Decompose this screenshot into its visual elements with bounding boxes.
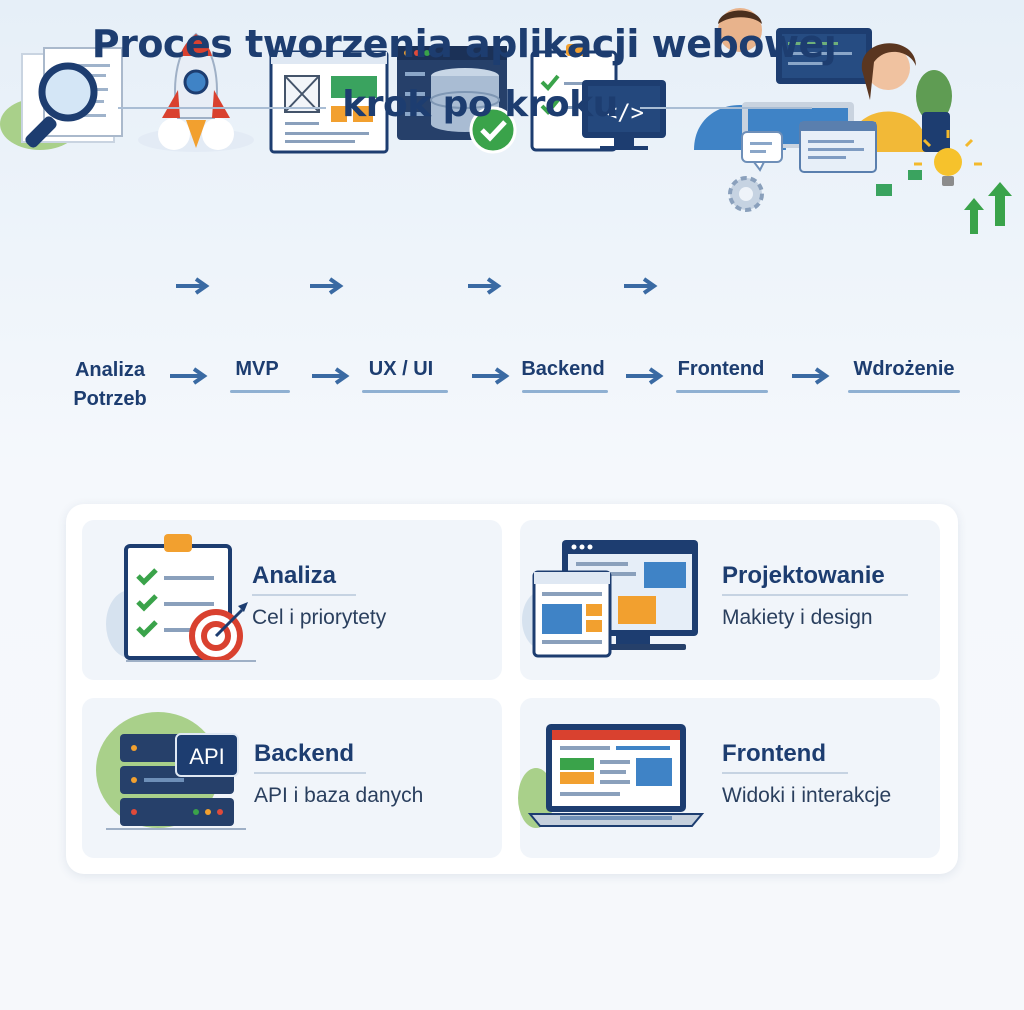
arrow-right-icon (792, 367, 830, 385)
card-subtitle: Cel i priorytety (252, 606, 387, 629)
svg-text:</>: </> (604, 101, 644, 126)
summary-panel: Analiza Cel i priorytety Projektowanie M… (66, 504, 958, 874)
arrow-right-icon (472, 367, 510, 385)
page-subtitle: krok po kroku (342, 84, 618, 125)
arrow-right-icon (310, 277, 344, 295)
arrow-right-icon (170, 367, 208, 385)
page-title: Proces tworzenia aplikacji webowej (91, 22, 837, 66)
step-underline (522, 390, 608, 393)
card-projektowanie: Projektowanie Makiety i design (520, 520, 940, 680)
card-title: Analiza (252, 562, 337, 589)
card-subtitle: API i baza danych (254, 784, 424, 807)
step-underline (230, 390, 290, 393)
step-label-mvp: MVP (235, 358, 279, 380)
step-underline (676, 390, 768, 393)
rocket-icon (138, 32, 255, 152)
laptop-ui-icon (518, 724, 705, 828)
card-title-underline (252, 594, 356, 596)
card-title-underline (722, 772, 848, 774)
card-subtitle: Makiety i design (722, 606, 873, 629)
decoration-cluster-icon (728, 121, 1012, 234)
arrow-right-icon (176, 277, 210, 295)
card-backend: API Backend API i baza danych (82, 698, 502, 858)
card-title: Frontend (722, 740, 826, 767)
card-frontend: Frontend Widoki i interakcje (518, 698, 940, 858)
design-screens-icon (522, 540, 698, 658)
code-monitor-icon: </> (530, 44, 666, 152)
card-title: Projektowanie (722, 562, 885, 589)
magnifier-document-icon (0, 47, 123, 150)
step-underline (362, 390, 448, 393)
server-database-icon (397, 46, 517, 154)
card-title: Backend (254, 740, 355, 767)
arrow-right-icon (312, 367, 350, 385)
title-rule-right (640, 107, 812, 109)
api-server-icon: API (96, 712, 246, 830)
arrow-right-icon (624, 277, 658, 295)
arrow-right-icon (468, 277, 502, 295)
step-label-wdrozenie: Wdrożenie (853, 358, 955, 380)
step-underline (848, 390, 960, 393)
card-subtitle: Widoki i interakcje (722, 784, 892, 807)
step-label-backend: Backend (521, 358, 605, 380)
step-label-frontend: Frontend (677, 358, 765, 380)
card-analiza: Analiza Cel i priorytety (82, 520, 502, 680)
checklist-target-icon (106, 534, 256, 662)
wireframe-icon (269, 50, 389, 154)
step-label-analiza: Analiza Potrzeb (73, 359, 147, 410)
card-title-underline (254, 772, 366, 774)
title-rule-left (118, 107, 326, 109)
card-title-underline (722, 594, 908, 596)
arrow-right-icon (626, 367, 664, 385)
step-label-uxui: UX / UI (368, 358, 434, 380)
api-badge-text: API (189, 744, 224, 769)
